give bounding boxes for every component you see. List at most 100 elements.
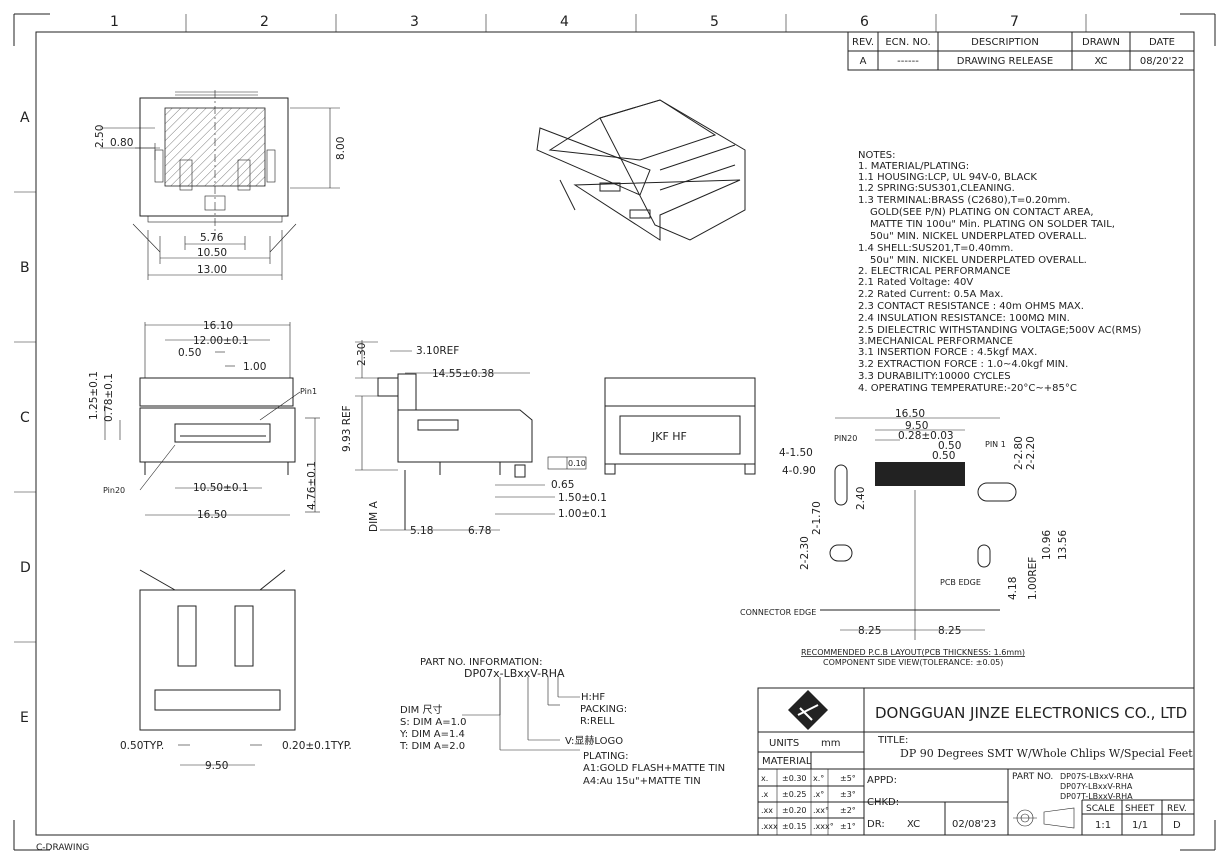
note-line: 1.3 TERMINAL:BRASS (C2680),T=0.20mm. — [858, 195, 1070, 206]
part-info-a1: A1:GOLD FLASH+MATTE TIN — [583, 763, 725, 774]
row-label-b: B — [20, 260, 30, 276]
side-view: 2.30 3.10REF 14.55±0.38 9.93 REF 0.65 1.… — [341, 340, 607, 537]
col-label-6: 6 — [860, 14, 869, 30]
note-line: 1. MATERIAL/PLATING: — [858, 161, 969, 172]
rev-value-ecn: ------ — [897, 56, 919, 67]
tol-row-value: ±0.30 — [782, 774, 807, 783]
pcb-dim-1-00ref: 1.00REF — [1027, 557, 1039, 600]
note-line: 3.2 EXTRACTION FORCE : 1.0~4.0kgf MIN. — [858, 359, 1068, 370]
note-line: 1.4 SHELL:SUS201,T=0.40mm. — [858, 243, 1013, 254]
note-line: NOTES: — [858, 150, 896, 161]
front-dim-0-78: 0.78±0.1 — [103, 373, 115, 422]
front-dim-16-50: 16.50 — [197, 509, 227, 521]
side-dim-1-50: 1.50±0.1 — [558, 492, 607, 504]
note-line: MATTE TIN 100u" Min. PLATING ON SOLDER T… — [870, 219, 1115, 230]
front-dim-1-25: 1.25±0.1 — [88, 371, 100, 420]
col-label-1: 1 — [110, 14, 119, 30]
pcb-dim-13-56: 13.56 — [1057, 530, 1069, 560]
note-line: 2.1 Rated Voltage: 40V — [858, 277, 973, 288]
dr-name: XC — [907, 819, 920, 830]
part-number-s: DP07S-LBxxV-RHA — [1060, 772, 1134, 781]
part-info-dim-y: Y: DIM A=1.4 — [399, 729, 465, 740]
front-dim-12-00: 12.00±0.1 — [193, 335, 249, 347]
tol-row-angle-value: ±2° — [840, 806, 856, 815]
side-dim-0-65: 0.65 — [551, 479, 574, 491]
tol-row-label: .xx — [761, 806, 773, 815]
footer-label: C-DRAWING — [36, 843, 89, 853]
revision-table: REV. ECN. NO. DESCRIPTION DRAWN DATE A -… — [847, 31, 1195, 71]
chkd-label: CHKD: — [867, 797, 899, 808]
top-dim-13-00: 13.00 — [197, 264, 227, 276]
front-dim-1-00: 1.00 — [243, 361, 266, 373]
material-label: MATERIAL — [762, 756, 812, 767]
pcb-dim-16-50: 16.50 — [895, 408, 925, 420]
note-line: 50u" MIN. NICKEL UNDERPLATED OVERALL. — [870, 231, 1087, 242]
side-dim-a: DIM A — [368, 500, 380, 532]
row-label-a: A — [20, 110, 30, 126]
bottom-dim-9-50: 9.50 — [205, 760, 228, 772]
sheet-value: 1/1 — [1132, 820, 1148, 831]
tol-row-value: ±0.20 — [782, 806, 807, 815]
col-label-7: 7 — [1010, 14, 1019, 30]
tol-row-angle-label: .xxx° — [813, 822, 834, 831]
bottom-dim-0-50: 0.50TYP. — [120, 740, 164, 752]
units-label: UNITS — [769, 738, 799, 749]
projection-symbol-icon — [1013, 807, 1075, 829]
front-dim-10-50: 10.50±0.1 — [193, 482, 249, 494]
appd-label: APPD: — [867, 775, 897, 786]
pcb-dim-9-50: 9.50 — [905, 420, 928, 432]
company-logo-icon — [788, 690, 828, 730]
pcb-dim-0-50b: 0.50 — [932, 450, 955, 462]
part-number-info: PART NO. INFORMATION: DP07x-LBxxV-RHA H:… — [399, 657, 725, 787]
part-info-dim-title: DIM 尺寸 — [400, 703, 442, 716]
pcb-dim-4-1-50: 4-1.50 — [779, 447, 813, 459]
row-label-c: C — [20, 410, 30, 426]
top-dim-2-50: 2.50 — [94, 125, 106, 148]
pcb-dim-0-28: 0.28±0.03 — [898, 430, 954, 442]
part-info-hf: H:HF — [581, 692, 605, 703]
rev-label: REV. — [1167, 804, 1187, 814]
units-value: mm — [821, 738, 840, 749]
rear-logo: JKF HF — [651, 430, 687, 443]
part-info-logo: V:显赫LOGO — [565, 735, 623, 747]
rev-value-drawn: XC — [1094, 56, 1107, 67]
dr-label: DR: — [867, 819, 885, 830]
tol-row-value: ±0.25 — [782, 790, 807, 799]
part-info-plating: PLATING: — [583, 751, 629, 762]
scale-value: 1:1 — [1095, 820, 1111, 831]
part-info-heading: PART NO. INFORMATION: — [420, 657, 543, 668]
note-line: 2. ELECTRICAL PERFORMANCE — [858, 266, 1011, 277]
note-line: 3.3 DURABILITY:10000 CYCLES — [858, 371, 1011, 382]
pcb-edge-label: PCB EDGE — [940, 578, 981, 587]
connector-edge-label: CONNECTOR EDGE — [740, 608, 816, 617]
part-info-number: DP07x-LBxxV-RHA — [464, 667, 565, 680]
pcb-pin20-label: PIN20 — [834, 434, 857, 443]
title-block: DONGGUAN JINZE ELECTRONICS CO., LTD UNIT… — [757, 687, 1195, 836]
side-dim-3-10ref: 3.10REF — [416, 345, 459, 357]
col-label-3: 3 — [410, 14, 419, 30]
part-number-t: DP07T-LBxxV-RHA — [1060, 792, 1133, 801]
tol-row-angle-label: .x° — [813, 790, 824, 799]
pcb-dim-8-25-left: 8.25 — [858, 625, 881, 637]
pcb-dim-4-18: 4.18 — [1007, 577, 1019, 600]
pcb-dim-2-2-80: 2-2.80 — [1013, 436, 1025, 470]
rev-header-date: DATE — [1149, 37, 1175, 48]
top-dim-8-00: 8.00 — [335, 137, 347, 160]
pcb-layout-view: 16.50 9.50 0.28±0.03 0.50 0.50 4-1.50 4-… — [740, 408, 1069, 667]
rev-value: D — [1173, 820, 1181, 831]
front-view: 16.10 12.00±0.1 0.50 1.00 1.25±0.1 0.78±… — [88, 320, 320, 521]
part-info-a4: A4:Au 15u"+MATTE TIN — [583, 776, 701, 787]
top-dim-10-50: 10.50 — [197, 247, 227, 259]
top-view: 2.50 0.80 8.00 5.76 10.50 13.00 — [94, 90, 347, 280]
side-dim-1-00: 1.00±0.1 — [558, 508, 607, 520]
scale-label: SCALE — [1086, 804, 1115, 814]
tol-row-label: .xxx — [761, 822, 778, 831]
side-dim-14-55: 14.55±0.38 — [432, 368, 494, 380]
note-line: 2.5 DIELECTRIC WITHSTANDING VOLTAGE;500V… — [858, 325, 1141, 336]
pcb-pin1-label: PIN 1 — [985, 440, 1006, 449]
part-info-dim-t: T: DIM A=2.0 — [399, 741, 465, 752]
pcb-dim-8-25-right: 8.25 — [938, 625, 961, 637]
front-pin1-label: Pin1 — [300, 387, 317, 396]
note-line: 4. OPERATING TEMPERATURE:-20°C~+85°C — [858, 383, 1077, 394]
